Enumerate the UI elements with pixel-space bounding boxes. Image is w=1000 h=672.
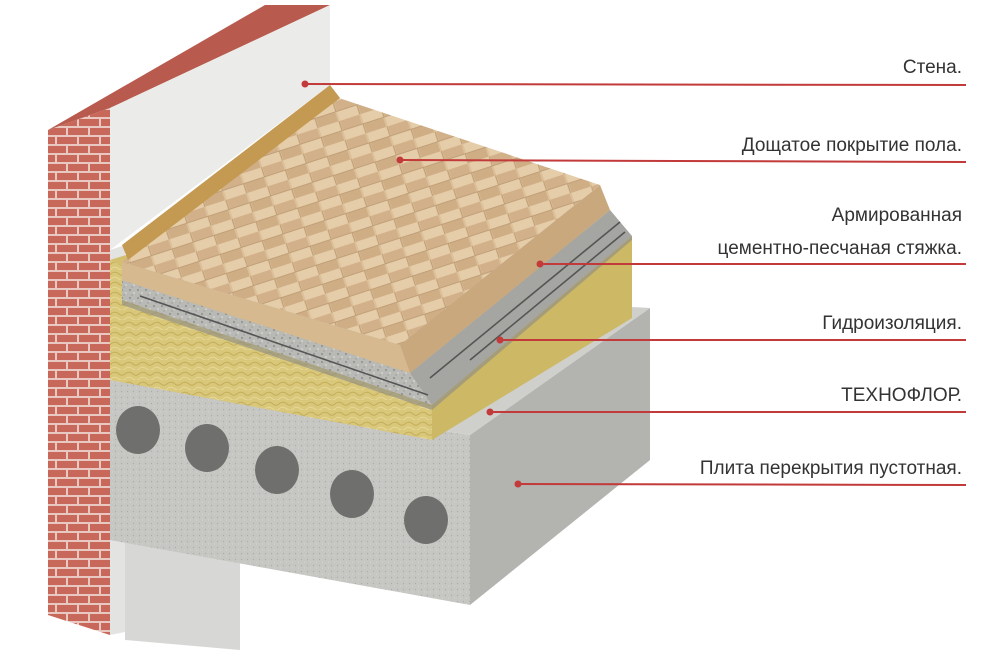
leader-dot — [301, 80, 309, 88]
leader-line — [517, 483, 967, 486]
slab-hole — [255, 446, 299, 494]
layer-label: Стена. — [903, 57, 962, 78]
leader-line — [304, 83, 967, 86]
leader-line — [399, 159, 967, 163]
layer-label: Плита перекрытия пустотная. — [700, 458, 962, 479]
wall-brick-face — [48, 108, 110, 635]
wood-floor — [122, 85, 610, 373]
leader-dot — [536, 260, 544, 268]
slab-hole — [404, 496, 448, 544]
leader-dot — [486, 408, 494, 416]
label-group: Стена. Дощатое покрытие пола. Армированная… — [700, 57, 962, 479]
insulation-side — [432, 236, 632, 440]
leader-dot — [496, 336, 504, 344]
slab-side — [470, 308, 650, 605]
slab-hole — [185, 424, 229, 472]
leader-dot — [396, 156, 404, 164]
wall-brick-top — [48, 5, 330, 130]
wall-plaster — [110, 5, 330, 250]
layer-label: цементно-песчаная стяжка. — [718, 238, 962, 259]
layer-label: ТЕХНОФЛОР. — [841, 385, 962, 406]
layer-label: Дощатое покрытие пола. — [742, 135, 962, 156]
wood-skirting — [122, 85, 340, 260]
layer-label: Гидроизоляция. — [822, 313, 962, 334]
leader-lines — [301, 80, 967, 488]
slab-hole — [116, 406, 160, 454]
waterproofing-film — [122, 236, 632, 410]
wood-top — [122, 95, 600, 345]
wood-front — [122, 262, 410, 373]
reinforcement-mesh — [139, 221, 626, 396]
layer-label: Армированная — [832, 205, 962, 226]
slab-hole — [330, 470, 374, 518]
leader-dot — [514, 480, 522, 488]
wood-side — [400, 185, 610, 373]
slab-holes — [116, 406, 448, 544]
